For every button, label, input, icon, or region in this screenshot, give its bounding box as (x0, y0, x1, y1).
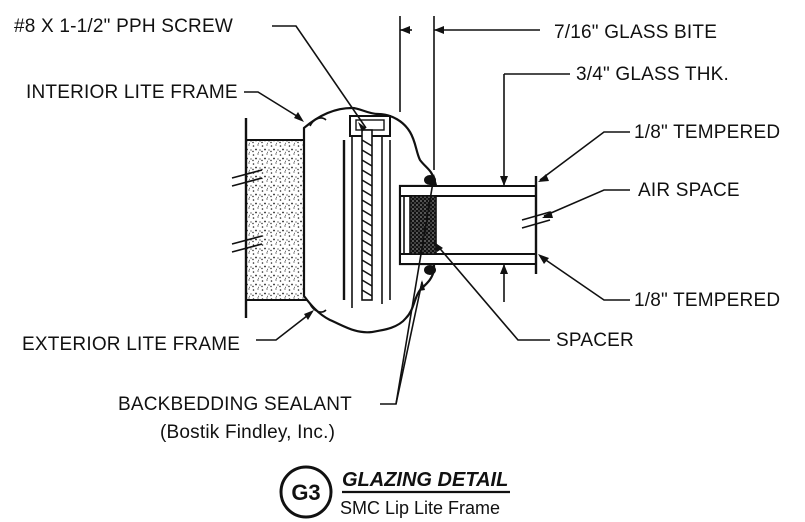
label-air-space: AIR SPACE (638, 180, 740, 201)
leader-lines (244, 25, 630, 405)
detail-title: GLAZING DETAIL (342, 469, 508, 491)
detail-badge: G3 (291, 480, 320, 505)
label-tempered-bottom: 1/8" TEMPERED (634, 290, 780, 311)
detail-badge-circle (279, 465, 333, 519)
glass-unit (399, 175, 551, 275)
dimension-glass-bite (399, 16, 540, 170)
label-glass-thk: 3/4" GLASS THK. (576, 64, 729, 85)
dimension-glass-thk (500, 73, 570, 302)
label-sealant-maker: (Bostik Findley, Inc.) (160, 422, 335, 443)
lite-frame-profile (302, 106, 436, 334)
title-block: G3 GLAZING DETAIL SMC Lip Lite Frame (279, 465, 510, 519)
label-spacer: SPACER (556, 330, 634, 351)
label-interior-frame: INTERIOR LITE FRAME (26, 82, 238, 103)
detail-subtitle: SMC Lip Lite Frame (340, 498, 500, 518)
label-glass-bite: 7/16" GLASS BITE (554, 22, 717, 43)
label-tempered-top: 1/8" TEMPERED (634, 122, 780, 143)
label-sealant: BACKBEDDING SEALANT (118, 394, 352, 415)
label-exterior-frame: EXTERIOR LITE FRAME (22, 334, 240, 355)
label-screw: #8 X 1-1/2" PPH SCREW (14, 16, 233, 37)
